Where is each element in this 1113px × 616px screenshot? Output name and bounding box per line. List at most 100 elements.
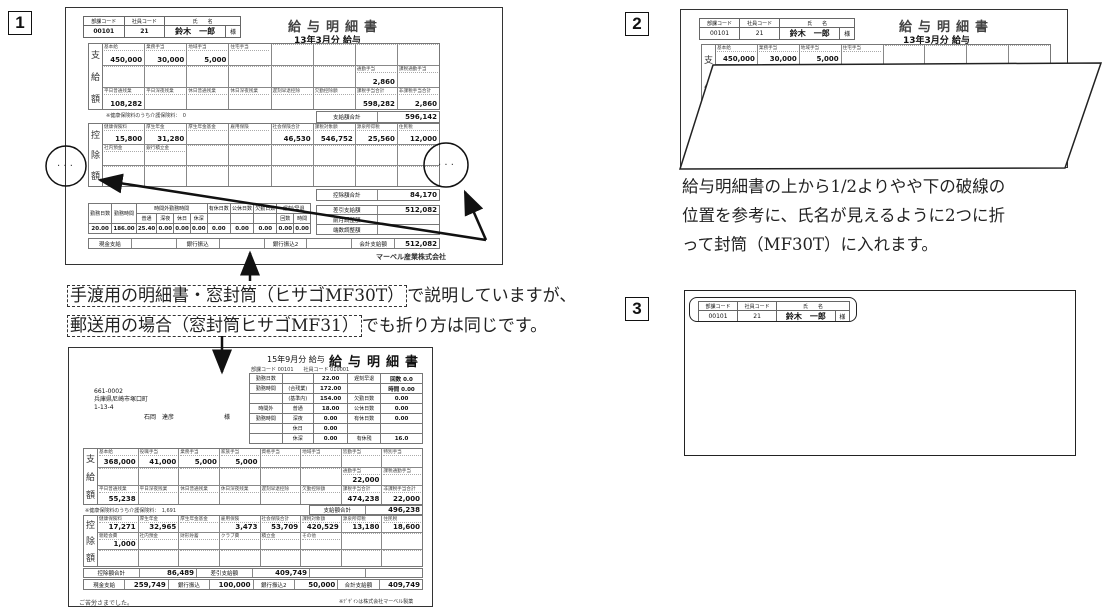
grid-cell: [187, 145, 230, 165]
grid-cell: 休日深夜残業: [220, 486, 261, 505]
grid-cell: [187, 66, 230, 87]
box-label: 銀行振込: [177, 239, 220, 248]
honorific: 様: [839, 27, 855, 40]
att-value: 0.00: [253, 223, 278, 234]
svg-text:· · ·: · · ·: [57, 161, 73, 172]
side-char: 額: [85, 491, 95, 502]
grid-cell: [103, 66, 146, 87]
instruction-line-2: 郵送用の場合（窓封筒ヒサゴMF31）でも折り方は同じです。: [67, 311, 548, 337]
grid-cell: [272, 44, 314, 65]
emp-code: 21: [123, 25, 166, 38]
grid-cell: 平日深夜残業: [145, 88, 188, 109]
side-char: 支: [85, 454, 95, 465]
grid-cell: [398, 44, 439, 65]
cell-value: 15,800: [115, 135, 143, 143]
cell-label: [383, 550, 422, 551]
cell-label: 遅刻早退控除: [261, 486, 300, 494]
cell-label: 課税通勤手当: [383, 468, 422, 475]
dept-code: 00101: [83, 25, 125, 38]
cell-value: 2,860: [372, 78, 395, 86]
grid-cell: 住宅手当: [842, 45, 884, 64]
grid-side-label: 控除額: [84, 516, 98, 566]
grid-cell: [314, 145, 356, 165]
payslip-period: 13年3月分 給与: [903, 36, 970, 46]
cell-label: 欠勤控除額: [302, 486, 340, 494]
grid-cell: 住宅手当: [229, 44, 272, 65]
instruction-text: でも折り方は同じです。: [361, 316, 548, 336]
grid-cell: 雇用保険: [229, 124, 272, 144]
cell-label: [230, 66, 270, 67]
step-3-label: 3: [625, 297, 649, 321]
grid-cell: [342, 533, 383, 549]
payslip-title: 給与明細書: [899, 20, 995, 35]
cell-label: [272, 166, 312, 167]
cell-label: 財形貯蓄: [180, 533, 218, 540]
cell-label: 休日深夜残業: [230, 88, 270, 95]
side-char: 額: [85, 554, 95, 565]
box-label: 差引支給額: [197, 569, 253, 577]
cell-value: 12,000: [409, 135, 437, 143]
payslip-mail: 15年9月分 給与 給与明細書 部課コード 00101 社員コード 010001…: [68, 347, 433, 607]
cell-label: 通勤手当: [356, 66, 396, 73]
box-label: 控除額合計: [84, 569, 140, 577]
grid-cell: [925, 45, 968, 64]
cell-label: 積立金: [261, 533, 300, 540]
instruction-text: で説明していますが、: [407, 286, 577, 306]
cell-value: 46,530: [283, 135, 311, 143]
cell-label: 雇用保険: [230, 124, 270, 131]
grid-row: [103, 166, 439, 186]
cell-value: 13,180: [352, 523, 380, 531]
box-label: 銀行振込: [169, 580, 211, 589]
box-label: 現金支給: [84, 580, 126, 589]
cell-label: [356, 166, 396, 167]
cell-label: [342, 550, 381, 551]
instruction-line: って封筒（MF30T）に入れます。: [682, 235, 938, 254]
cell-label: 役職手当: [139, 449, 178, 456]
postal-code: 661-0002: [94, 388, 123, 395]
payslip-period: 15年9月分 給与: [267, 355, 325, 364]
cell-label: 厚生年金: [139, 516, 178, 523]
box-value: 259,749: [125, 580, 169, 589]
grid-cell: 課税通勤手当: [398, 66, 439, 87]
cell-label: 住宅手当: [842, 45, 882, 52]
grid-cell: [98, 550, 139, 566]
cell-label: 資格手当: [261, 449, 300, 456]
cell-label: 源泉所得税: [342, 516, 381, 523]
cell-label: [383, 533, 422, 534]
payslip-title: 給与明細書: [329, 355, 425, 370]
cell-label: [220, 550, 259, 551]
grid-cell: [382, 533, 422, 549]
rounding-label: 端数調整額: [317, 225, 378, 234]
net-pay-value: 512,082: [405, 206, 437, 214]
grid-cell: [314, 44, 356, 65]
grid-cell: [272, 66, 314, 87]
care-insurance-note: ※健康保険料のうち介護保険料： 1,691: [85, 508, 177, 514]
cell-label: [188, 166, 228, 167]
grid-cell: [398, 166, 439, 186]
cell-label: 源泉所得税: [356, 124, 396, 131]
side-char: 給: [85, 472, 95, 483]
